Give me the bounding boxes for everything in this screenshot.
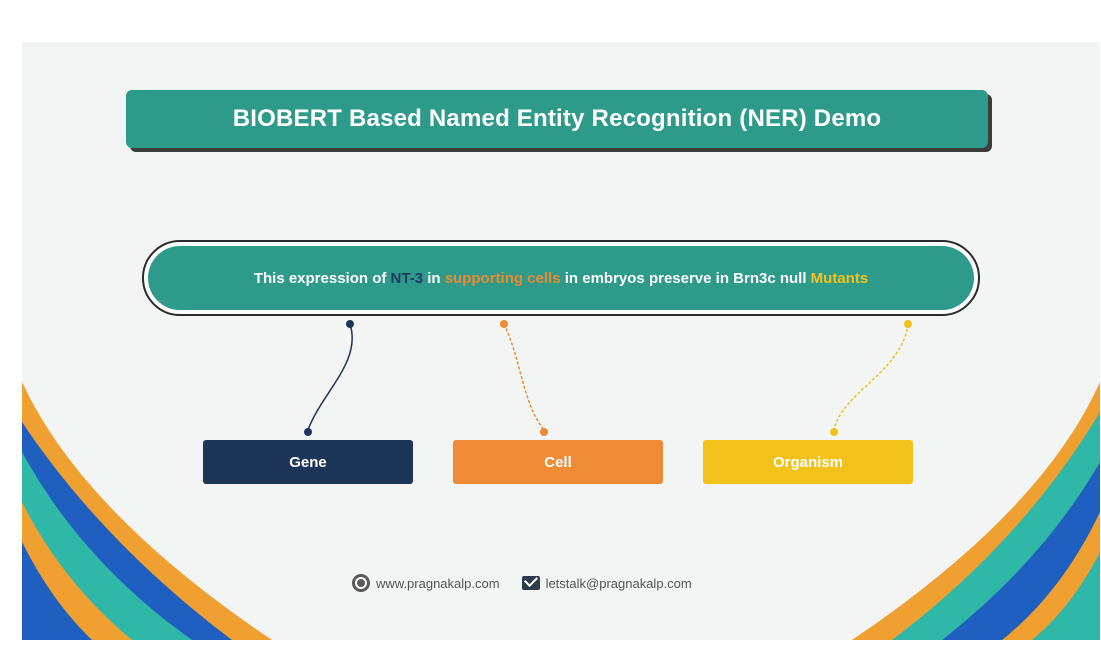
sentence-part2: in — [423, 269, 445, 287]
globe-icon — [352, 574, 370, 592]
cell-label-box: Cell — [453, 440, 663, 484]
organism-entity: Mutants — [810, 269, 869, 287]
gene-connector — [304, 320, 354, 436]
cell-connector — [500, 320, 548, 436]
title-text: BIOBERT Based Named Entity Recognition (… — [232, 105, 882, 132]
organism-connector — [830, 320, 912, 436]
website-link[interactable]: www.pragnakalp.com — [376, 575, 500, 591]
decorative-waves — [22, 382, 1100, 640]
mail-icon — [521, 576, 540, 590]
organism-label-box: Organism — [703, 440, 913, 484]
title-banner: BIOBERT Based Named Entity Recognition (… — [126, 90, 988, 148]
sentence-part1: This expression of — [253, 269, 391, 287]
entity-connectors — [304, 320, 912, 436]
footer-contacts: www.pragnakalp.com letstalk@pragnakalp.c… — [352, 574, 692, 592]
cell-entity: supporting cells — [444, 269, 561, 287]
email-link[interactable]: letstalk@pragnakalp.com — [545, 575, 692, 591]
sentence-pill: This expression of NT-3 in supporting ce… — [148, 246, 974, 310]
example-sentence: This expression of NT-3 in supporting ce… — [254, 270, 868, 287]
gene-entity: NT-3 — [390, 269, 424, 287]
slide-panel: BIOBERT Based Named Entity Recognition (… — [22, 42, 1100, 640]
sentence-part3: in embryos preserve in Brn3c null — [560, 269, 811, 287]
gene-label-box: Gene — [203, 440, 413, 484]
